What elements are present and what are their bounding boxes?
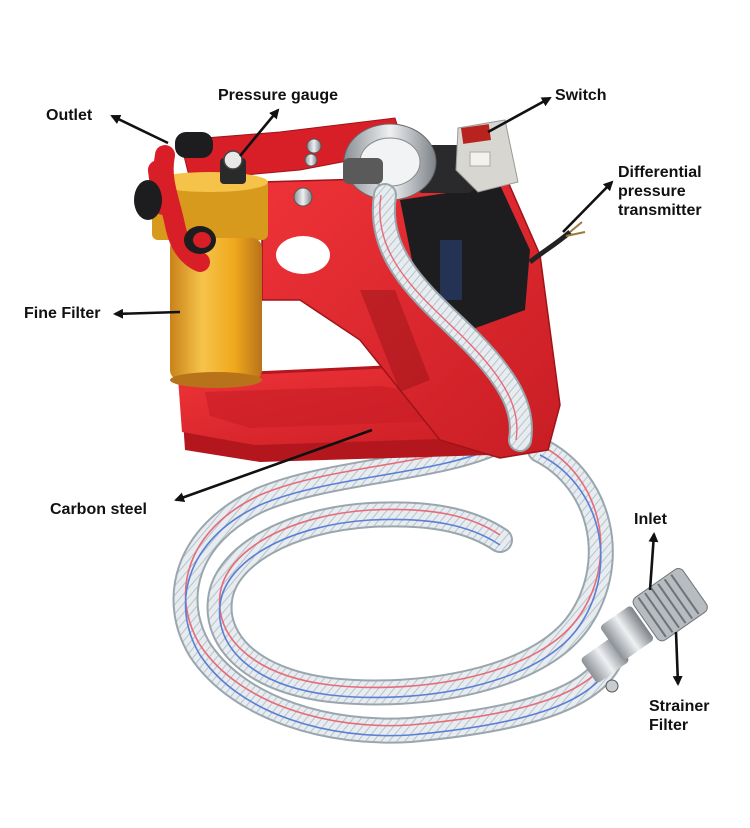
pressure-gauge-arrow (238, 108, 280, 157)
strainer-filter (581, 568, 708, 693)
outlet-arrow (110, 114, 169, 145)
strainer-filter-arrow (672, 631, 683, 686)
label-outlet: Outlet (46, 107, 93, 124)
fine-filter-arrow (113, 308, 181, 319)
switch-arrow (487, 96, 552, 134)
label-strainer-filter: Strainer Filter (649, 698, 710, 734)
pump-hose (371, 183, 533, 452)
transmitter-arrow (562, 180, 614, 233)
switch-box (455, 119, 519, 193)
callout-arrows (110, 96, 683, 686)
suction-hose (172, 427, 623, 744)
label-pressure-gauge: Pressure gauge (218, 87, 339, 104)
pump-head (343, 123, 437, 201)
label-fine-filter: Fine Filter (24, 305, 101, 322)
outlet-pipe (134, 132, 216, 272)
inlet-arrow (648, 532, 659, 591)
carbon-steel-arrow (174, 428, 373, 503)
transmitter-wire (528, 221, 586, 264)
pressure-gauge (220, 150, 246, 184)
label-carbon-steel: Carbon steel (50, 501, 147, 518)
label-switch: Switch (555, 87, 607, 104)
label-inlet: Inlet (634, 511, 667, 528)
label-differential-pressure-transmitter: Differential pressure transmitter (618, 164, 702, 219)
